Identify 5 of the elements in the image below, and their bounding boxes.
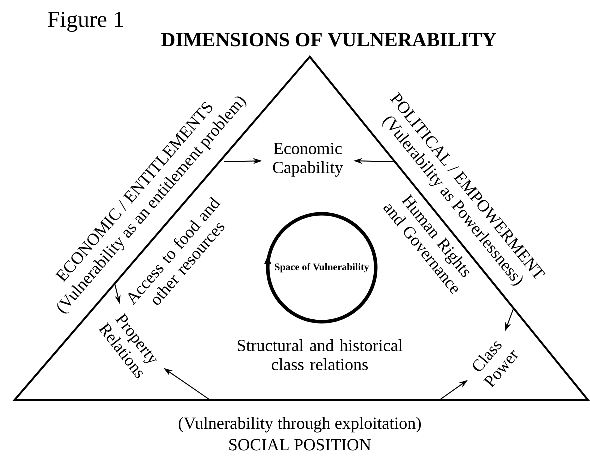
node-text: Economic Capability <box>273 143 344 177</box>
side-label: (Vulnerability through exploitation) SOCIAL POSITION <box>179 417 422 451</box>
figure-label: Figure 1 <box>48 12 124 32</box>
center-label: Structural and historical class relations <box>238 340 403 370</box>
title: DIMENSIONS OF VULNERABILITY <box>162 33 496 47</box>
